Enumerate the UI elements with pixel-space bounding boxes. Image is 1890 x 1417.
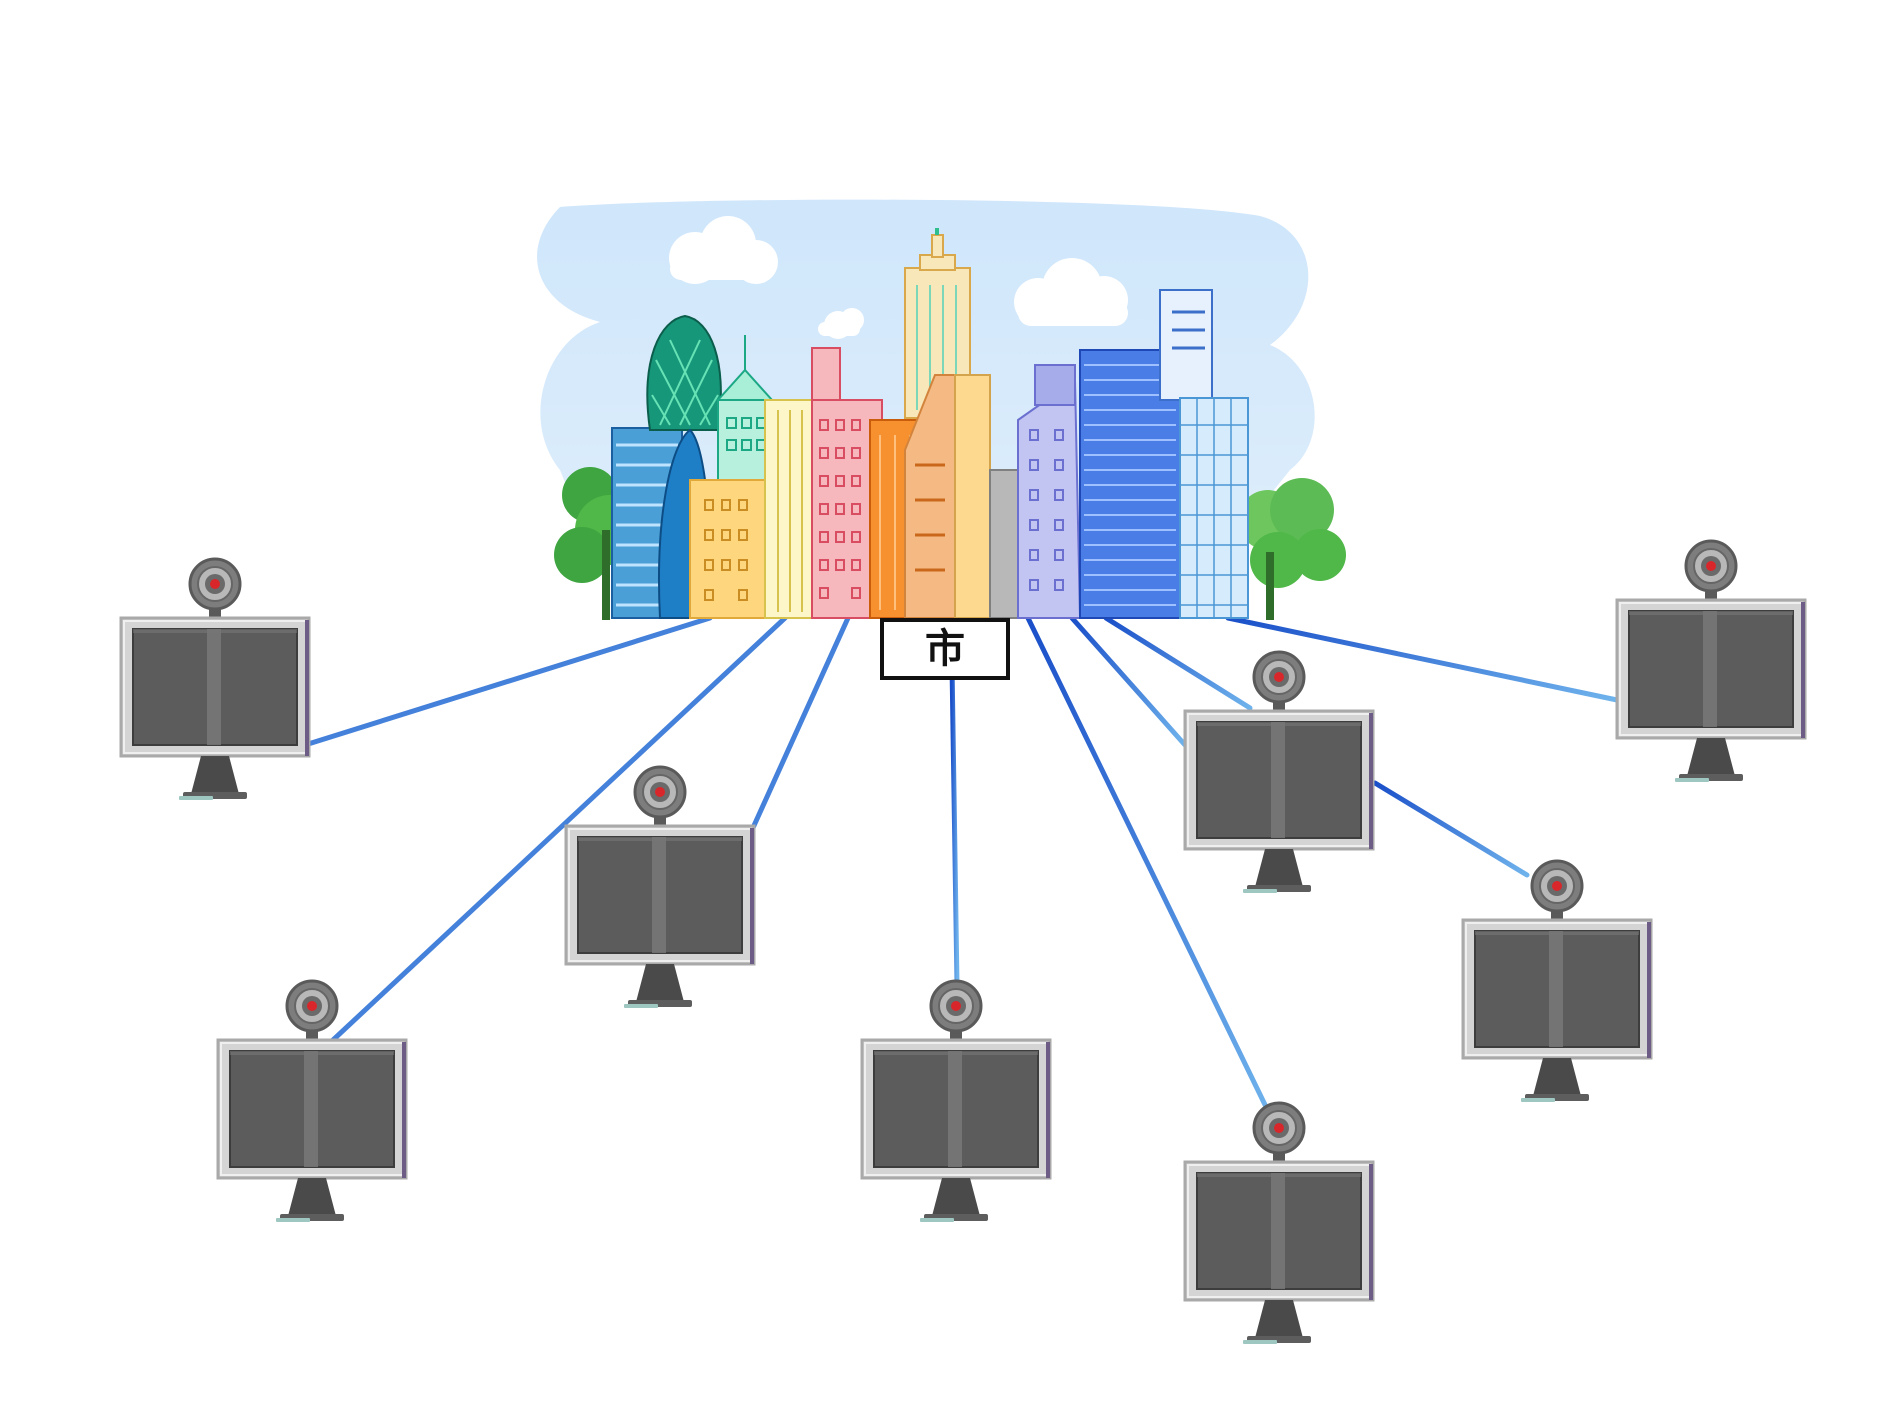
tree-right: [1238, 478, 1346, 620]
city-label-box: 市: [880, 618, 1010, 680]
link-city-terminal-6: [1069, 615, 1188, 748]
monitor-with-webcam-icon: [860, 979, 1052, 1224]
link-city-terminal-2: [330, 615, 788, 1043]
monitor-with-webcam-icon: [1615, 539, 1807, 784]
network-links: [302, 615, 1620, 1118]
monitor-with-webcam-icon: [564, 765, 756, 1010]
link-city-terminal-6b: [1103, 615, 1253, 711]
link-city-terminal-3: [749, 615, 851, 833]
monitor-with-webcam-icon: [1183, 650, 1375, 895]
link-terminal-6-terminal-7: [1372, 780, 1530, 878]
monitor-with-webcam-icon: [1461, 859, 1653, 1104]
monitor-with-webcam-icon: [216, 979, 408, 1224]
cloud-shapes: [669, 216, 1128, 339]
monitor-with-webcam-icon: [119, 557, 311, 802]
link-city-terminal-1: [302, 615, 713, 748]
link-city-terminal-5: [1025, 615, 1273, 1118]
link-city-terminal-4: [949, 662, 960, 988]
city-label: 市: [925, 626, 965, 672]
city-skyline-icon: [537, 199, 1346, 620]
monitor-with-webcam-icon: [1183, 1101, 1375, 1346]
link-city-terminal-9: [1225, 615, 1620, 703]
